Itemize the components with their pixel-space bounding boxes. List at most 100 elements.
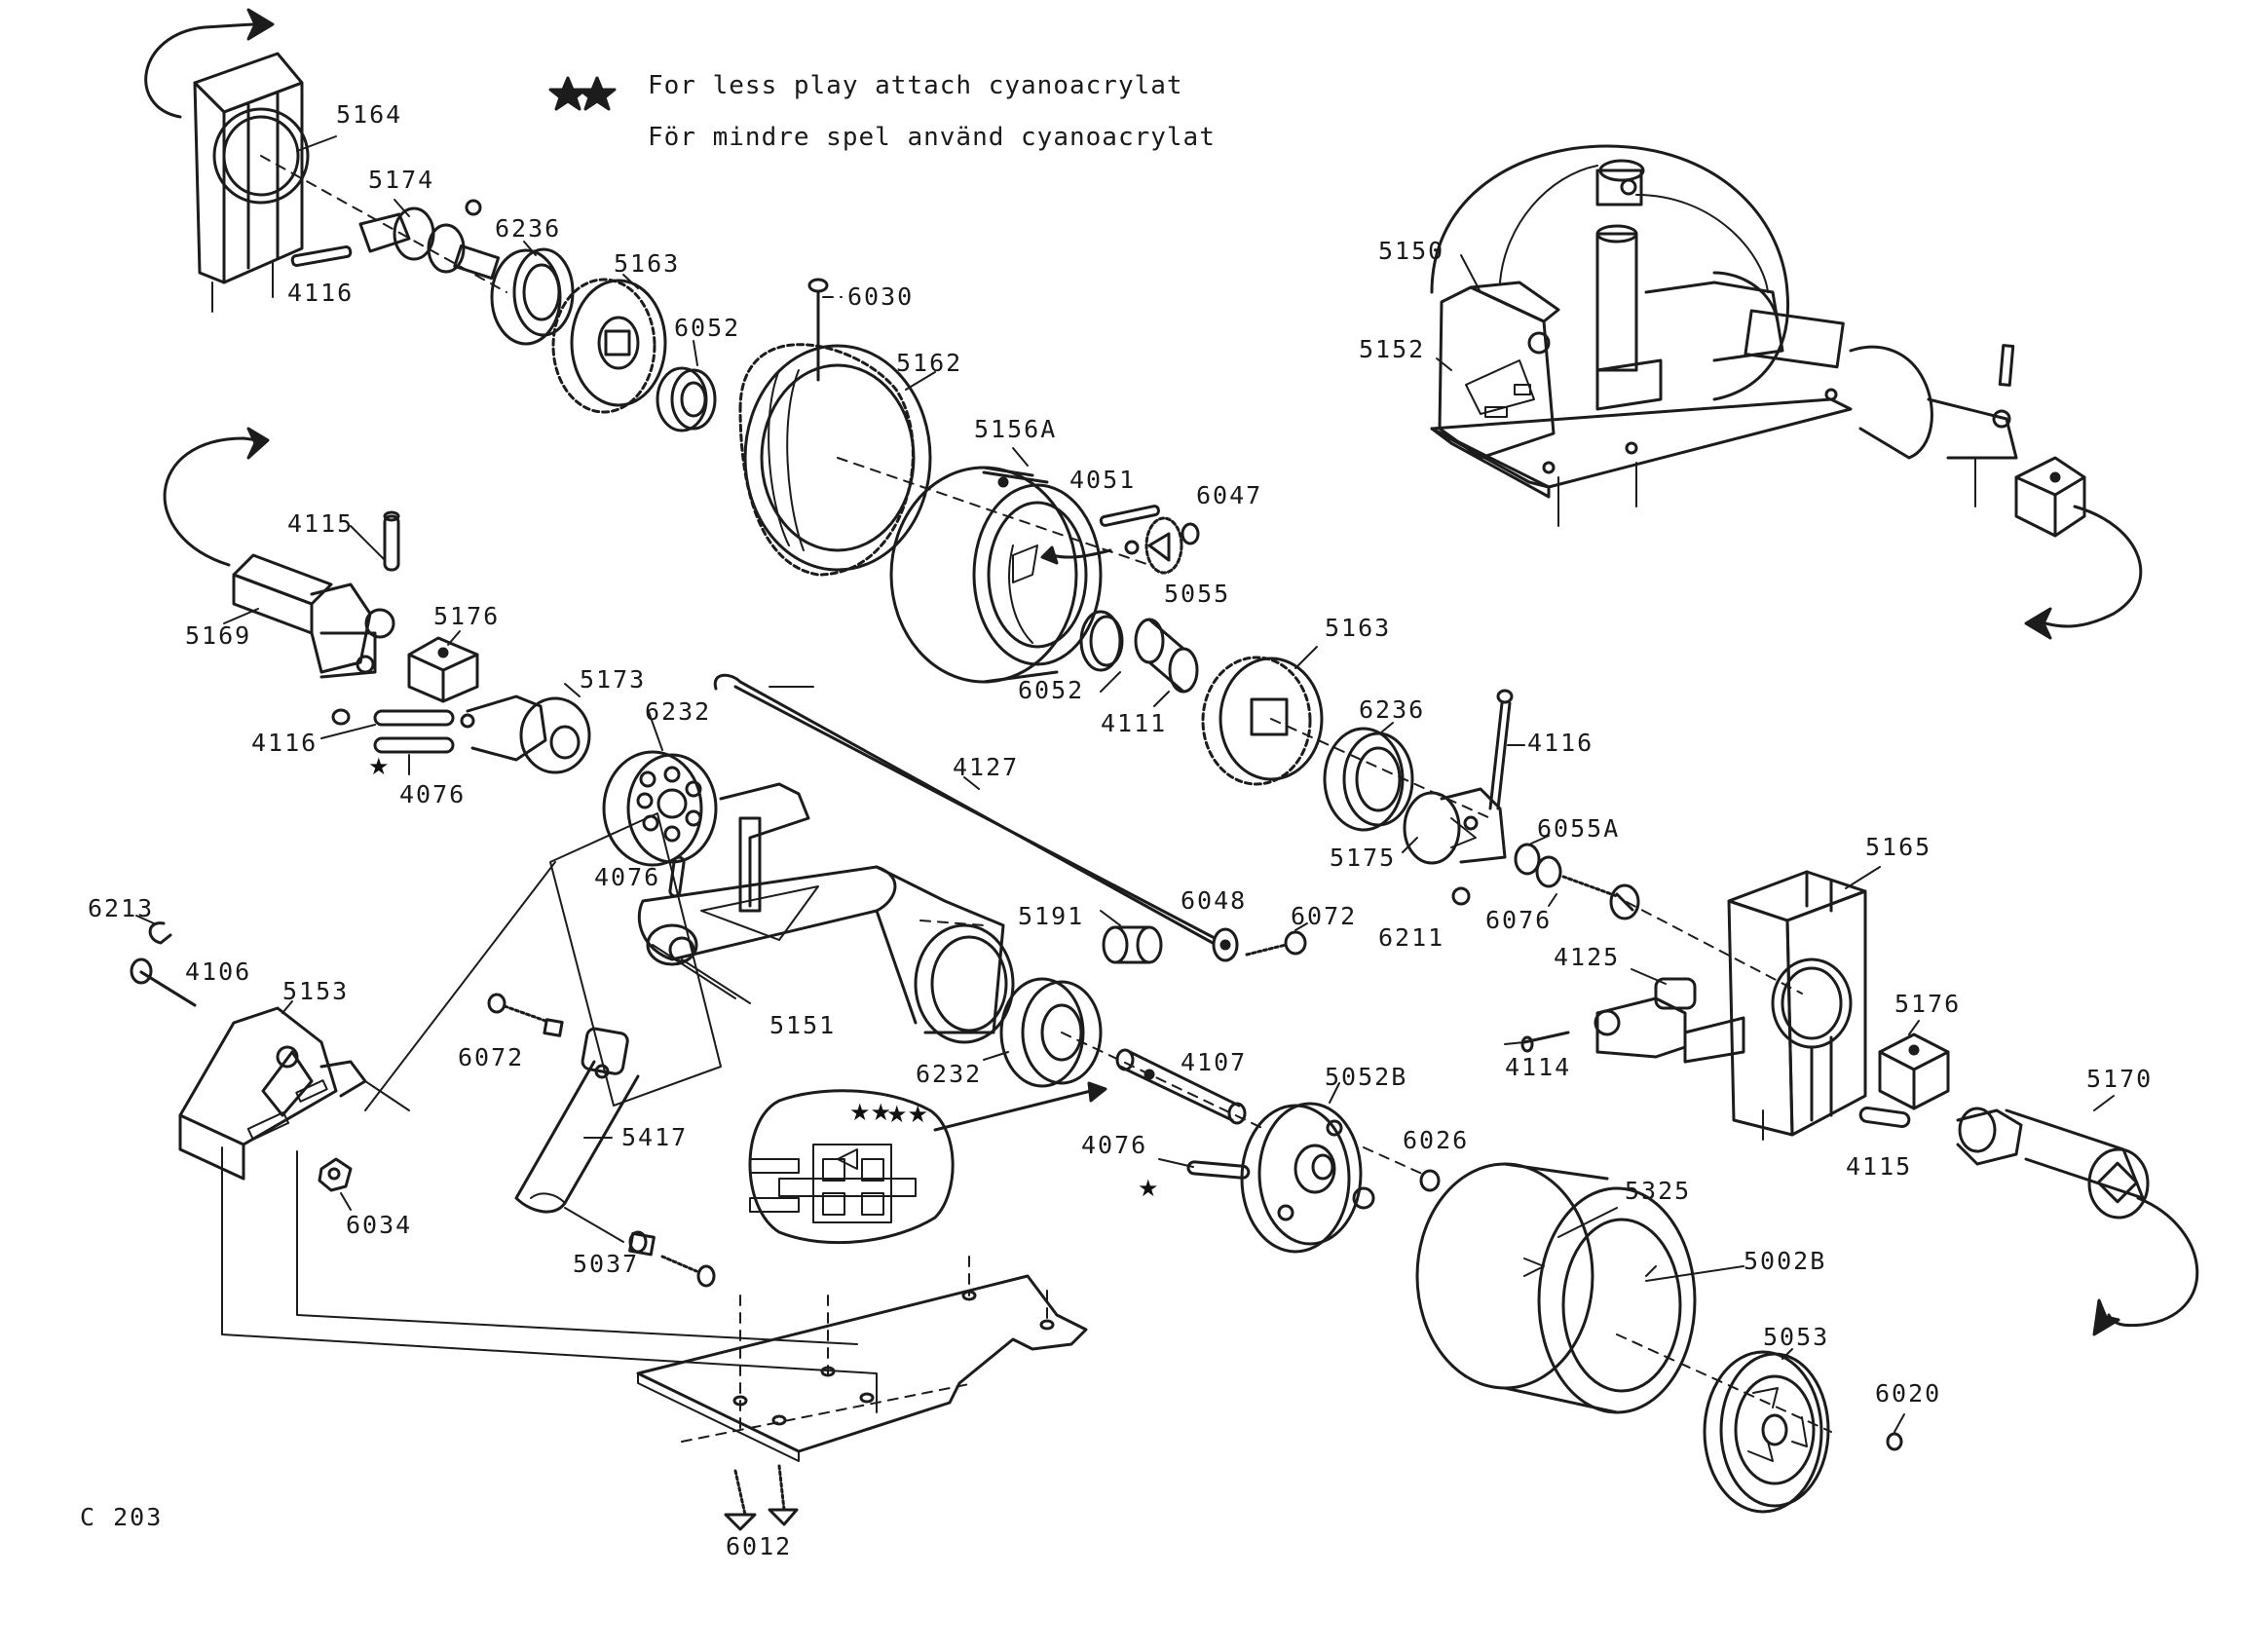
base-plate (636, 1256, 1088, 1462)
part-5052B-hub (1240, 1102, 1375, 1254)
label-6211: 6211 (1378, 923, 1445, 952)
figure-code: C 203 (80, 1503, 164, 1531)
part-6012-screws (724, 1464, 799, 1531)
part-6052-washer-mid (1079, 610, 1124, 672)
label-4115: 4115 (287, 509, 355, 538)
double-star-marker-1: ★★ (849, 1099, 892, 1126)
label-5037: 5037 (573, 1250, 640, 1278)
label-5169: 5169 (185, 621, 252, 650)
label-4106: 4106 (185, 957, 252, 986)
label-5170: 5170 (2086, 1065, 2154, 1093)
label-4076-lower: 4076 (1081, 1131, 1148, 1159)
part-5156A-drum (889, 466, 1103, 684)
part-4114-pin (1520, 1031, 1570, 1053)
part-6034-nut (318, 1157, 353, 1192)
part-6232-bearing-lower (999, 977, 1103, 1088)
part-4116-pins-left (373, 709, 455, 754)
label-5163: 5163 (614, 249, 681, 278)
label-5174: 5174 (368, 166, 435, 194)
label-5417: 5417 (621, 1123, 689, 1151)
part-6020-screw (1886, 1432, 1903, 1451)
label-4076: 4076 (399, 780, 467, 808)
part-4116-washer-left (331, 708, 351, 726)
label-6034: 6034 (346, 1211, 413, 1239)
part-5176-cube-top (2014, 456, 2143, 640)
part-5151-arm (637, 782, 1015, 1044)
note-star-2 (578, 76, 617, 111)
label-6236-mid: 6236 (1359, 695, 1426, 724)
note-swedish: För mindre spel använd cyanoacrylat (648, 123, 1216, 152)
part-5037-spacer (628, 1230, 656, 1257)
part-6232-bearing-left (602, 750, 718, 867)
label-6072-left: 6072 (458, 1043, 525, 1071)
part-5176-cube-left (407, 636, 479, 703)
part-6236-bearing-top (490, 247, 575, 346)
part-6052-washer-top (656, 366, 717, 432)
part-4076-pin-lower (1186, 1160, 1251, 1180)
part-6072-screw-left (487, 993, 564, 1037)
label-6232: 6232 (645, 697, 712, 726)
label-4114: 4114 (1505, 1053, 1572, 1081)
label-6048: 6048 (1181, 886, 1248, 915)
part-5176-cube-right (1878, 1032, 1950, 1110)
part-6048-washer (1212, 927, 1239, 962)
label-5150: 5150 (1378, 237, 1445, 265)
part-6072-screw-right (1245, 930, 1307, 957)
label-4111: 4111 (1101, 709, 1168, 737)
part-6236-bearing-mid (1323, 727, 1414, 832)
part-4116-pin-right (1488, 689, 1514, 810)
part-6026-screw (1363, 1146, 1441, 1192)
part-4115-pin-left (383, 510, 400, 572)
label-5156A: 5156A (974, 415, 1058, 443)
part-6055A-washer (1514, 843, 1562, 888)
label-6232-lower: 6232 (916, 1060, 983, 1088)
star-marker-4076: ★ (368, 753, 390, 780)
part-5191-spacer (1102, 925, 1163, 964)
label-6213: 6213 (88, 894, 155, 922)
label-5325: 5325 (1625, 1177, 1692, 1205)
detail-inset (748, 1081, 1107, 1245)
part-5417-tube (514, 1027, 640, 1214)
label-4125: 4125 (1554, 943, 1621, 971)
label-6026: 6026 (1403, 1126, 1470, 1154)
part-5417-callout-box (549, 812, 722, 1107)
label-4115-right: 4115 (1846, 1152, 1913, 1181)
label-4116-right: 4116 (1527, 729, 1594, 757)
label-6030: 6030 (847, 282, 915, 311)
part-5163-gear-top (551, 278, 667, 414)
note-star-1 (548, 76, 587, 111)
star-marker-4076-lower: ★ (1138, 1175, 1159, 1202)
label-5153: 5153 (282, 977, 350, 1005)
part-5153-bracket (178, 1006, 410, 1181)
part-5165-bracket (1727, 870, 1867, 1141)
label-6055A: 6055A (1537, 814, 1621, 843)
label-6076: 6076 (1485, 906, 1553, 934)
part-5170-shaft (1956, 1107, 2199, 1336)
label-5176-right: 5176 (1894, 990, 1962, 1018)
double-star-marker-2: ★★ (886, 1101, 929, 1128)
part-5053-cap (1703, 1350, 1830, 1514)
part-5325-wheel (1415, 1162, 1697, 1414)
label-5162: 5162 (896, 349, 963, 377)
label-5165: 5165 (1865, 833, 1932, 861)
label-4116-left: 4116 (251, 729, 319, 757)
label-6052-mid: 6052 (1018, 676, 1085, 704)
label-6047: 6047 (1196, 481, 1263, 509)
part-6213-clip (148, 921, 172, 945)
label-6012: 6012 (726, 1532, 793, 1560)
part-4107-pin (1115, 1048, 1247, 1125)
part-5164-bracket (144, 8, 310, 313)
label-5176: 5176 (433, 602, 501, 630)
part-5055-bevel-gear (1124, 516, 1183, 575)
label-5053: 5053 (1763, 1323, 1830, 1351)
label-5164: 5164 (336, 100, 403, 129)
arrow-5055 (1050, 548, 1112, 559)
part-6047-washer (1181, 522, 1200, 545)
label-5163-mid: 5163 (1325, 614, 1392, 642)
part-5162-ring-gear (738, 343, 932, 577)
label-4127: 4127 (953, 753, 1020, 781)
label-4107: 4107 (1181, 1048, 1248, 1076)
label-5175: 5175 (1330, 844, 1397, 872)
part-5037-screw (660, 1255, 716, 1288)
